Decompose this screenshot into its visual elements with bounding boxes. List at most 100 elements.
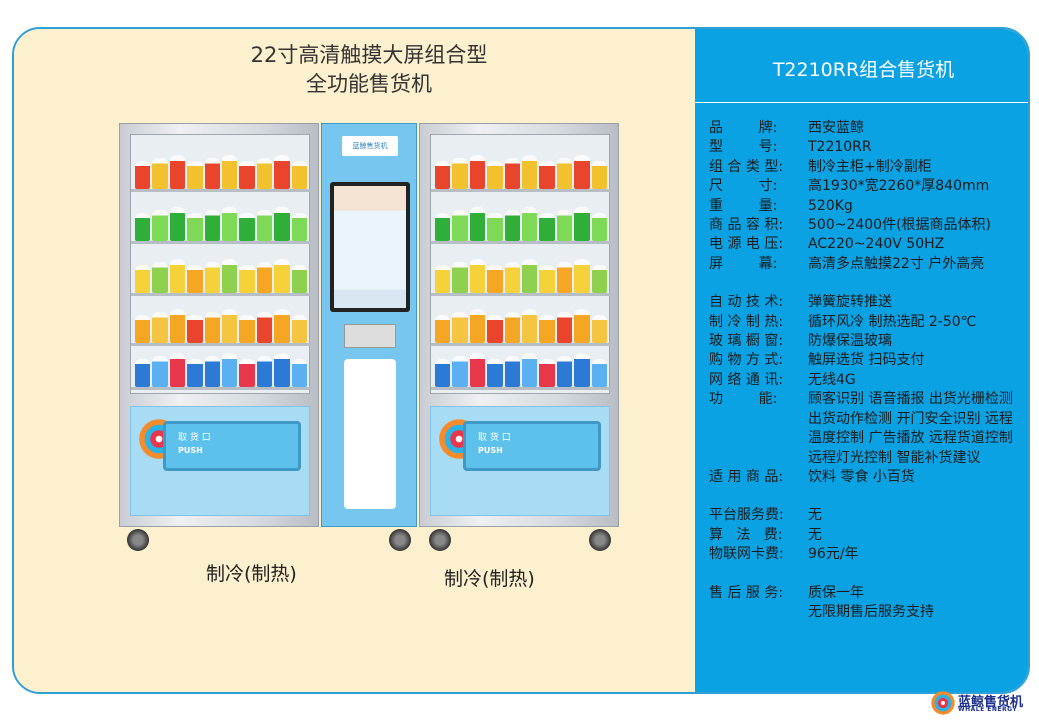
product-bottle bbox=[187, 265, 203, 293]
touch-screen[interactable] bbox=[330, 182, 410, 312]
spec-label: 物联网卡费: bbox=[709, 546, 784, 563]
product-bottle bbox=[435, 315, 451, 343]
product-bottle bbox=[435, 359, 451, 387]
product-bottle bbox=[452, 262, 468, 293]
product-bottle bbox=[522, 353, 538, 387]
spec-row: 尺 寸: 高1930*宽2260*厚840mm bbox=[709, 177, 1025, 196]
product-bottle bbox=[469, 155, 486, 189]
model-title: T2210RR组合售货机 bbox=[772, 59, 955, 81]
spec-row: 售 后 服 务:质保一年 bbox=[709, 584, 1025, 603]
spec-row: 组 合 类 型:制冷主柜+制冷副柜 bbox=[709, 158, 1025, 177]
product-bottle bbox=[135, 161, 151, 189]
spec-row: 无限期售后服务支持 bbox=[709, 603, 1025, 622]
product-bottle bbox=[469, 353, 486, 387]
shelf-row bbox=[431, 201, 611, 244]
product-bottle bbox=[222, 207, 238, 241]
product-bottle bbox=[187, 213, 203, 241]
headline-line-1: 22寸高清触摸大屏组合型 bbox=[250, 43, 488, 67]
product-bottle bbox=[452, 210, 468, 241]
product-bottle bbox=[452, 312, 468, 343]
product-bottle bbox=[556, 210, 573, 241]
product-bottle bbox=[487, 265, 503, 293]
spec-row: 功 能:顾客识别 语音播报 出货光栅检测 出货动作检测 开门安全识别 远程温度控… bbox=[709, 390, 1025, 468]
product-bottle bbox=[187, 161, 203, 189]
product-bottle bbox=[487, 161, 503, 189]
shelf-row bbox=[431, 347, 611, 390]
product-bottle bbox=[504, 262, 521, 293]
product-bottle bbox=[504, 356, 521, 387]
headline-line-2: 全功能售货机 bbox=[306, 72, 432, 96]
spec-value: 高1930*宽2260*厚840mm bbox=[808, 178, 990, 195]
product-bottle bbox=[204, 356, 221, 387]
product-bottle bbox=[291, 315, 308, 343]
product-bottle bbox=[591, 161, 608, 189]
product-bottle bbox=[522, 207, 538, 241]
left-cabinet: 取 货 口 PUSH bbox=[119, 123, 319, 527]
pickup-door[interactable]: 取 货 口 PUSH bbox=[463, 421, 601, 471]
product-bottle bbox=[556, 262, 573, 293]
brand-logo: 蓝鲸售货机 WHALE ENERGY bbox=[930, 690, 1030, 718]
product-bottle bbox=[522, 309, 538, 343]
caster-wheel-icon bbox=[429, 529, 451, 551]
control-cabinet: 蓝鲸售货机 bbox=[321, 123, 417, 527]
product-bottle bbox=[574, 309, 590, 343]
spec-row: 适 用 商 品: 饮料 零食 小百货 bbox=[709, 468, 1025, 487]
spec-row: 电 源 电 压:AC220~240V 50HZ bbox=[709, 235, 1025, 254]
machine-showcase-panel: 22寸高清触摸大屏组合型 全功能售货机 bbox=[14, 29, 695, 692]
product-bottle bbox=[591, 359, 608, 387]
caster-wheel-icon bbox=[589, 529, 611, 551]
product-bottle bbox=[222, 259, 238, 293]
spec-row: 玻 璃 橱 窗:防爆保温玻璃 bbox=[709, 332, 1025, 351]
spec-value: 防爆保温玻璃 bbox=[808, 333, 892, 350]
product-bottle bbox=[204, 158, 221, 189]
product-bottle bbox=[135, 265, 151, 293]
spec-row: 算 法 费:无 bbox=[709, 526, 1025, 545]
product-bottle bbox=[469, 309, 486, 343]
product-bottle bbox=[291, 161, 308, 189]
spec-value: 无线4G bbox=[808, 371, 856, 388]
product-bottle bbox=[152, 312, 168, 343]
spec-gap bbox=[709, 274, 1025, 293]
pickup-door[interactable]: 取 货 口 PUSH bbox=[163, 421, 301, 471]
product-bottle bbox=[504, 210, 521, 241]
product-bottle bbox=[135, 315, 151, 343]
spec-row: 制 冷 制 热:循环风冷 制热选配 2-50℃ bbox=[709, 313, 1025, 332]
product-bottle bbox=[135, 359, 151, 387]
product-bottle bbox=[504, 158, 521, 189]
spec-label: 购 物 方 式: bbox=[709, 352, 784, 369]
spec-label: 尺 寸: bbox=[709, 178, 778, 195]
spec-label: 自 动 技 术: bbox=[709, 294, 784, 311]
product-bottle bbox=[539, 213, 555, 241]
product-bottle bbox=[274, 353, 290, 387]
spec-row: 网 络 通 讯:无线4G bbox=[709, 371, 1025, 390]
product-bottle bbox=[135, 213, 151, 241]
product-bottle bbox=[256, 262, 273, 293]
product-bottle bbox=[187, 359, 203, 387]
product-bottle bbox=[239, 265, 255, 293]
product-bottle bbox=[591, 213, 608, 241]
shelf-row bbox=[131, 347, 311, 390]
product-bottle bbox=[222, 353, 238, 387]
spec-label: 屏 幕: bbox=[709, 255, 778, 272]
spec-row: 购 物 方 式:触屏选货 扫码支付 bbox=[709, 351, 1025, 370]
spec-value: 饮料 零食 小百货 bbox=[808, 468, 915, 485]
product-bottle bbox=[574, 353, 590, 387]
product-bottle bbox=[556, 158, 573, 189]
spec-value: 无 bbox=[808, 507, 822, 524]
headline: 22寸高清触摸大屏组合型 全功能售货机 bbox=[134, 41, 604, 99]
shelf-row bbox=[131, 303, 311, 346]
product-bottle bbox=[574, 207, 590, 241]
spec-value: 西安蓝鲸 bbox=[808, 120, 864, 136]
petal-logo-icon bbox=[931, 691, 955, 715]
product-bottle bbox=[291, 359, 308, 387]
spec-label: 品 牌: bbox=[709, 120, 778, 136]
caster-wheel-icon bbox=[389, 529, 411, 551]
product-card: 22寸高清触摸大屏组合型 全功能售货机 bbox=[12, 27, 1030, 694]
spec-label: 重 量: bbox=[709, 197, 778, 214]
spec-row: 平台服务费:无 bbox=[709, 506, 1025, 525]
product-bottle bbox=[469, 259, 486, 293]
brand-name: 蓝鲸售货机 bbox=[958, 695, 1024, 710]
spec-label: 适 用 商 品: bbox=[709, 468, 784, 485]
payment-pad[interactable] bbox=[344, 324, 396, 348]
